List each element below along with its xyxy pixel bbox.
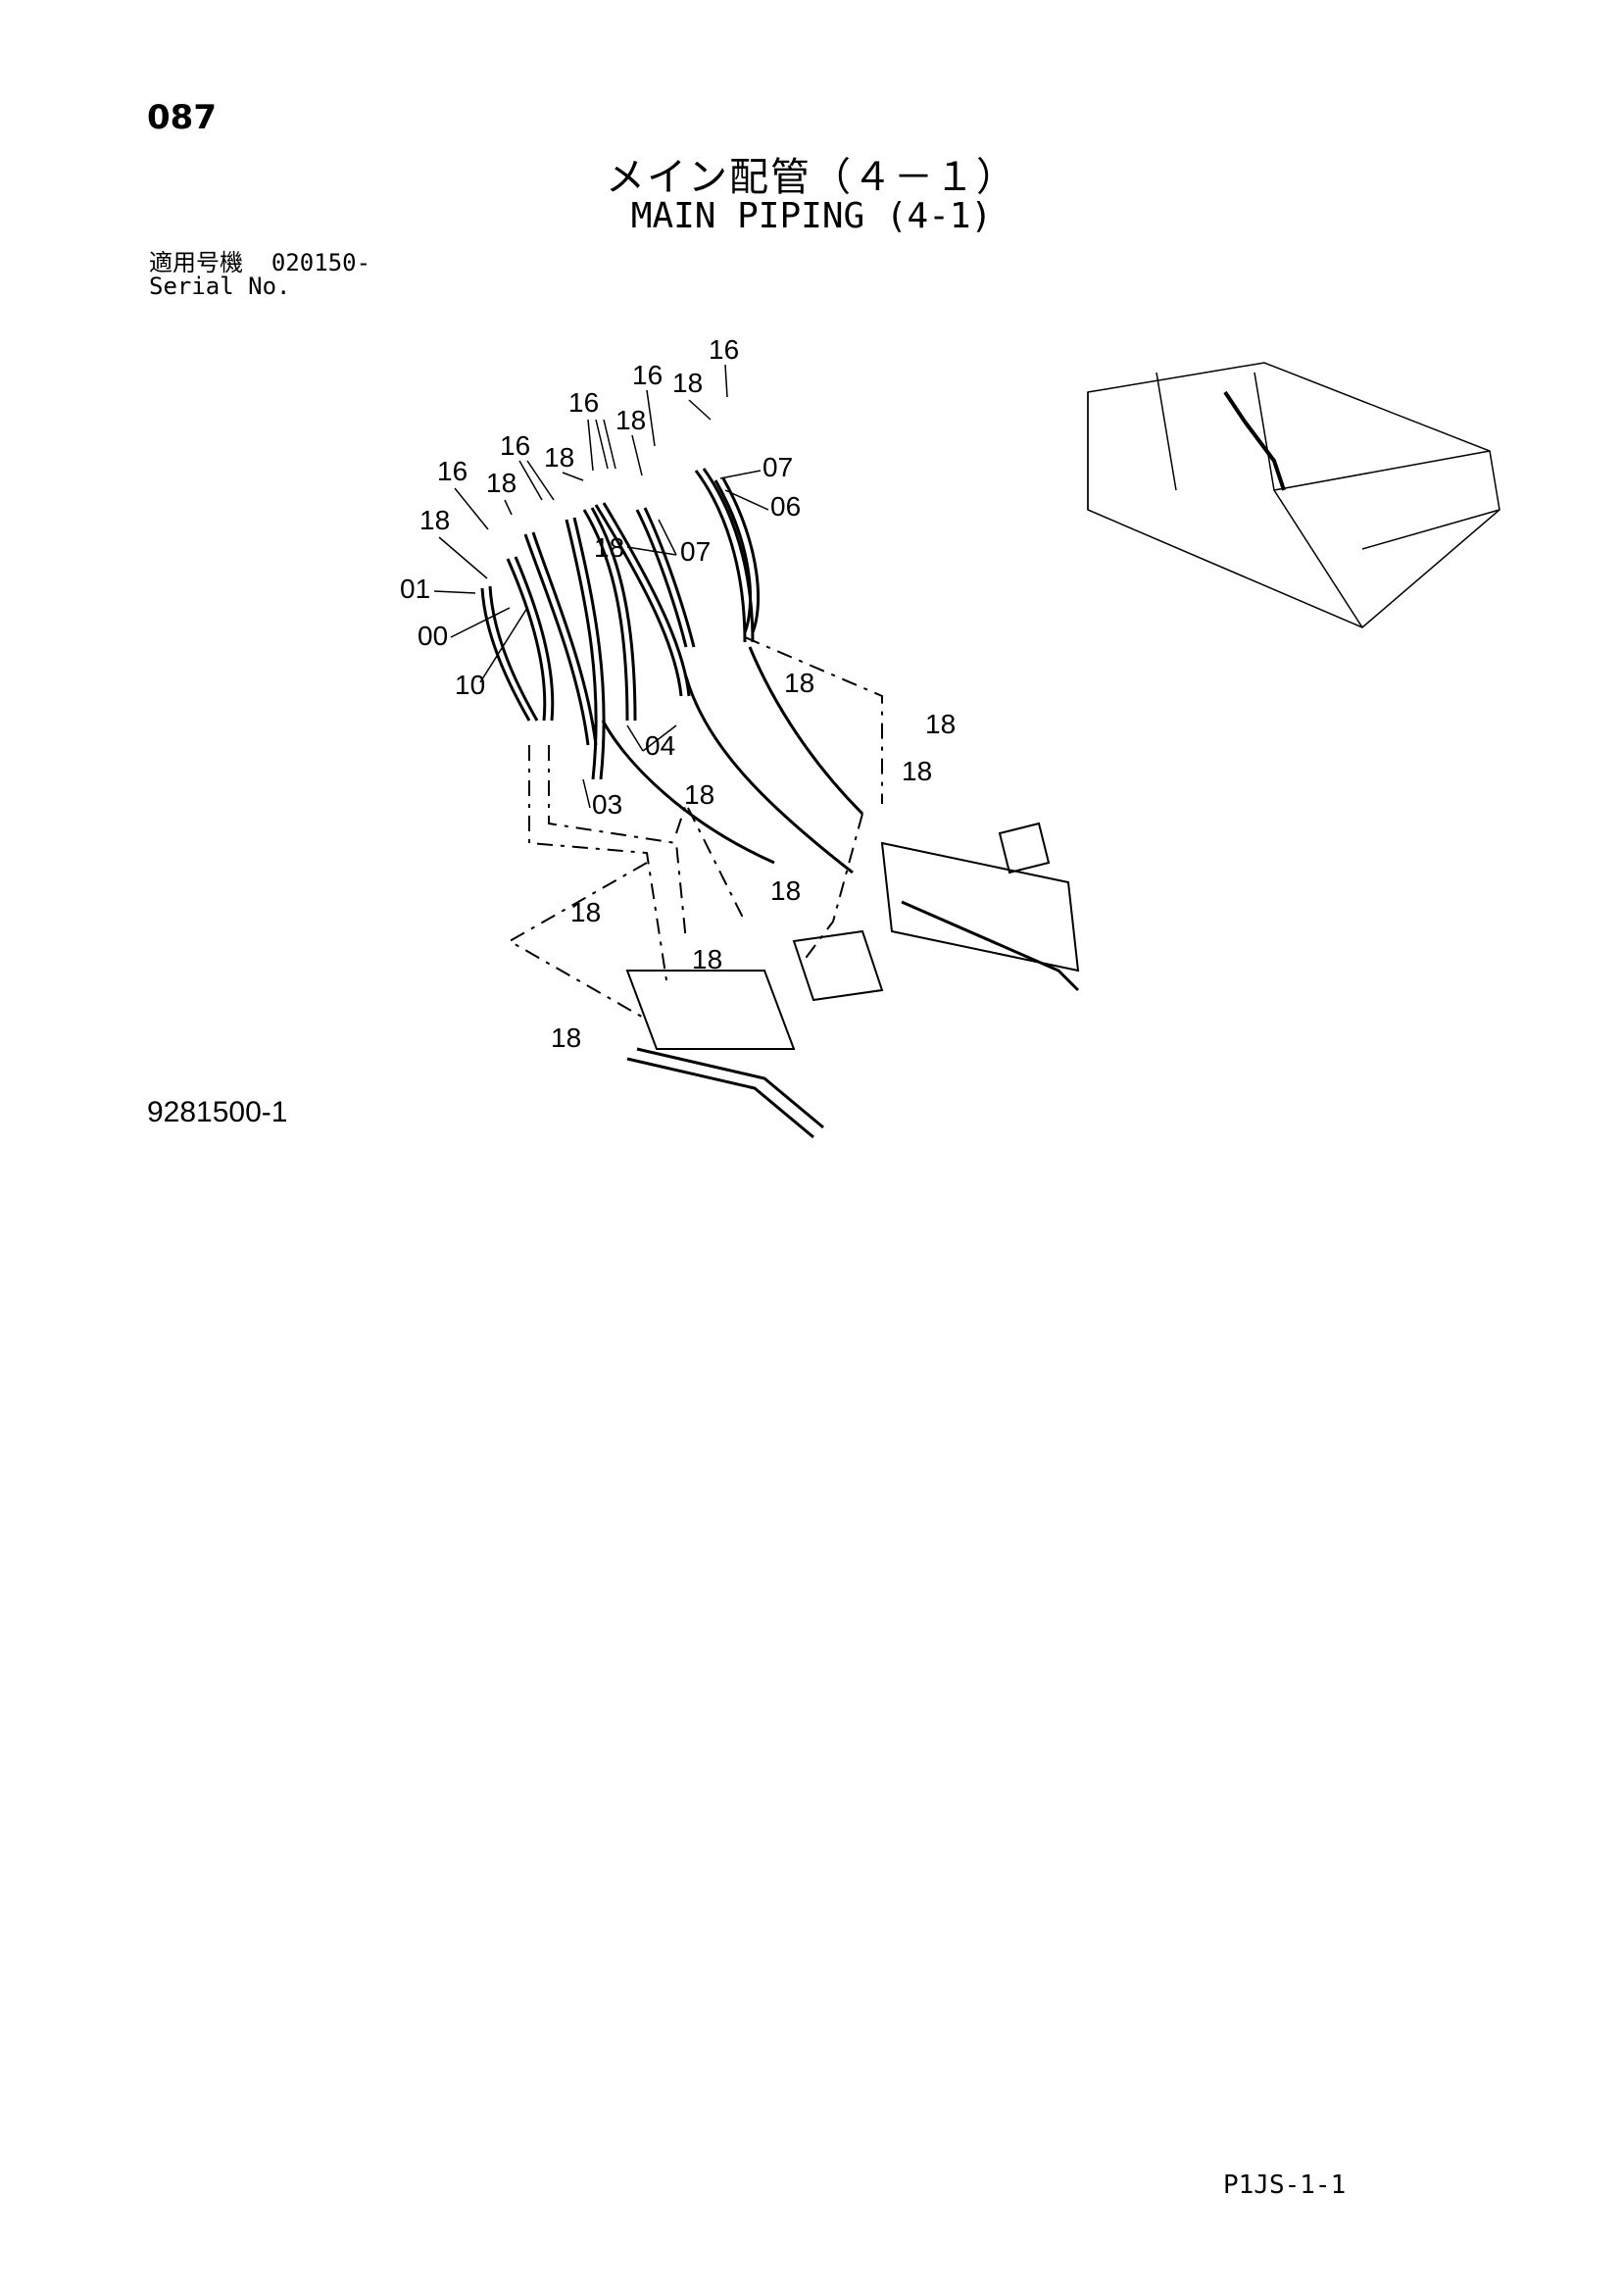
callout-label: 16: [500, 430, 530, 461]
callout-label: 18: [419, 505, 450, 535]
callout-leader-lines: [433, 364, 769, 809]
page-number: 087: [147, 98, 217, 137]
serial-value: 020150-: [270, 249, 371, 276]
callout-label: 07: [680, 536, 711, 567]
callout-label: 16: [568, 387, 599, 418]
callout-label: 18: [925, 709, 956, 739]
drawing-number: 9281500-1: [147, 1096, 288, 1128]
parts-diagram: 16 16 16 16 16 18 18 18 18 18 18 18 18 1…: [400, 334, 1500, 1139]
callout-label: 18: [672, 368, 703, 398]
hose-drawing: [480, 468, 1080, 1139]
machine-outline: [1087, 362, 1500, 628]
serial-label-en: Serial No.: [149, 273, 291, 300]
callout-label: 18: [615, 405, 646, 435]
callout-label: 10: [455, 670, 485, 700]
title-english: MAIN PIPING (4-1): [630, 196, 993, 236]
callout-label: 18: [902, 756, 932, 786]
callout-label: 18: [551, 1023, 581, 1053]
callout-label: 18: [594, 532, 624, 563]
callout-label: 16: [632, 360, 663, 390]
callout-label: 06: [770, 491, 801, 522]
serial-row-jp: 適用号機 020150-: [149, 251, 370, 275]
serial-label-jp: 適用号機: [149, 249, 243, 276]
callout-label: 18: [570, 897, 601, 927]
callout-label: 01: [400, 574, 430, 604]
callout-label: 18: [784, 668, 814, 698]
title-japanese: メイン配管（４－１）: [606, 155, 1017, 200]
callout-label: 18: [770, 875, 801, 906]
callout-label: 18: [692, 944, 722, 974]
callout-label: 16: [709, 334, 739, 365]
page-code: P1JS-1-1: [1223, 2171, 1347, 2200]
callout-label: 03: [592, 789, 622, 820]
callout-label: 07: [762, 452, 793, 482]
callout-label: 00: [418, 621, 448, 651]
serial-block: 適用号機 020150- Serial No.: [149, 251, 370, 298]
callout-label: 18: [684, 779, 714, 810]
callout-labels: 16 16 16 16 16 18 18 18 18 18 18 18 18 1…: [400, 334, 956, 1053]
callout-label: 16: [437, 456, 467, 486]
callout-label: 18: [486, 468, 516, 498]
callout-label: 18: [544, 442, 574, 473]
